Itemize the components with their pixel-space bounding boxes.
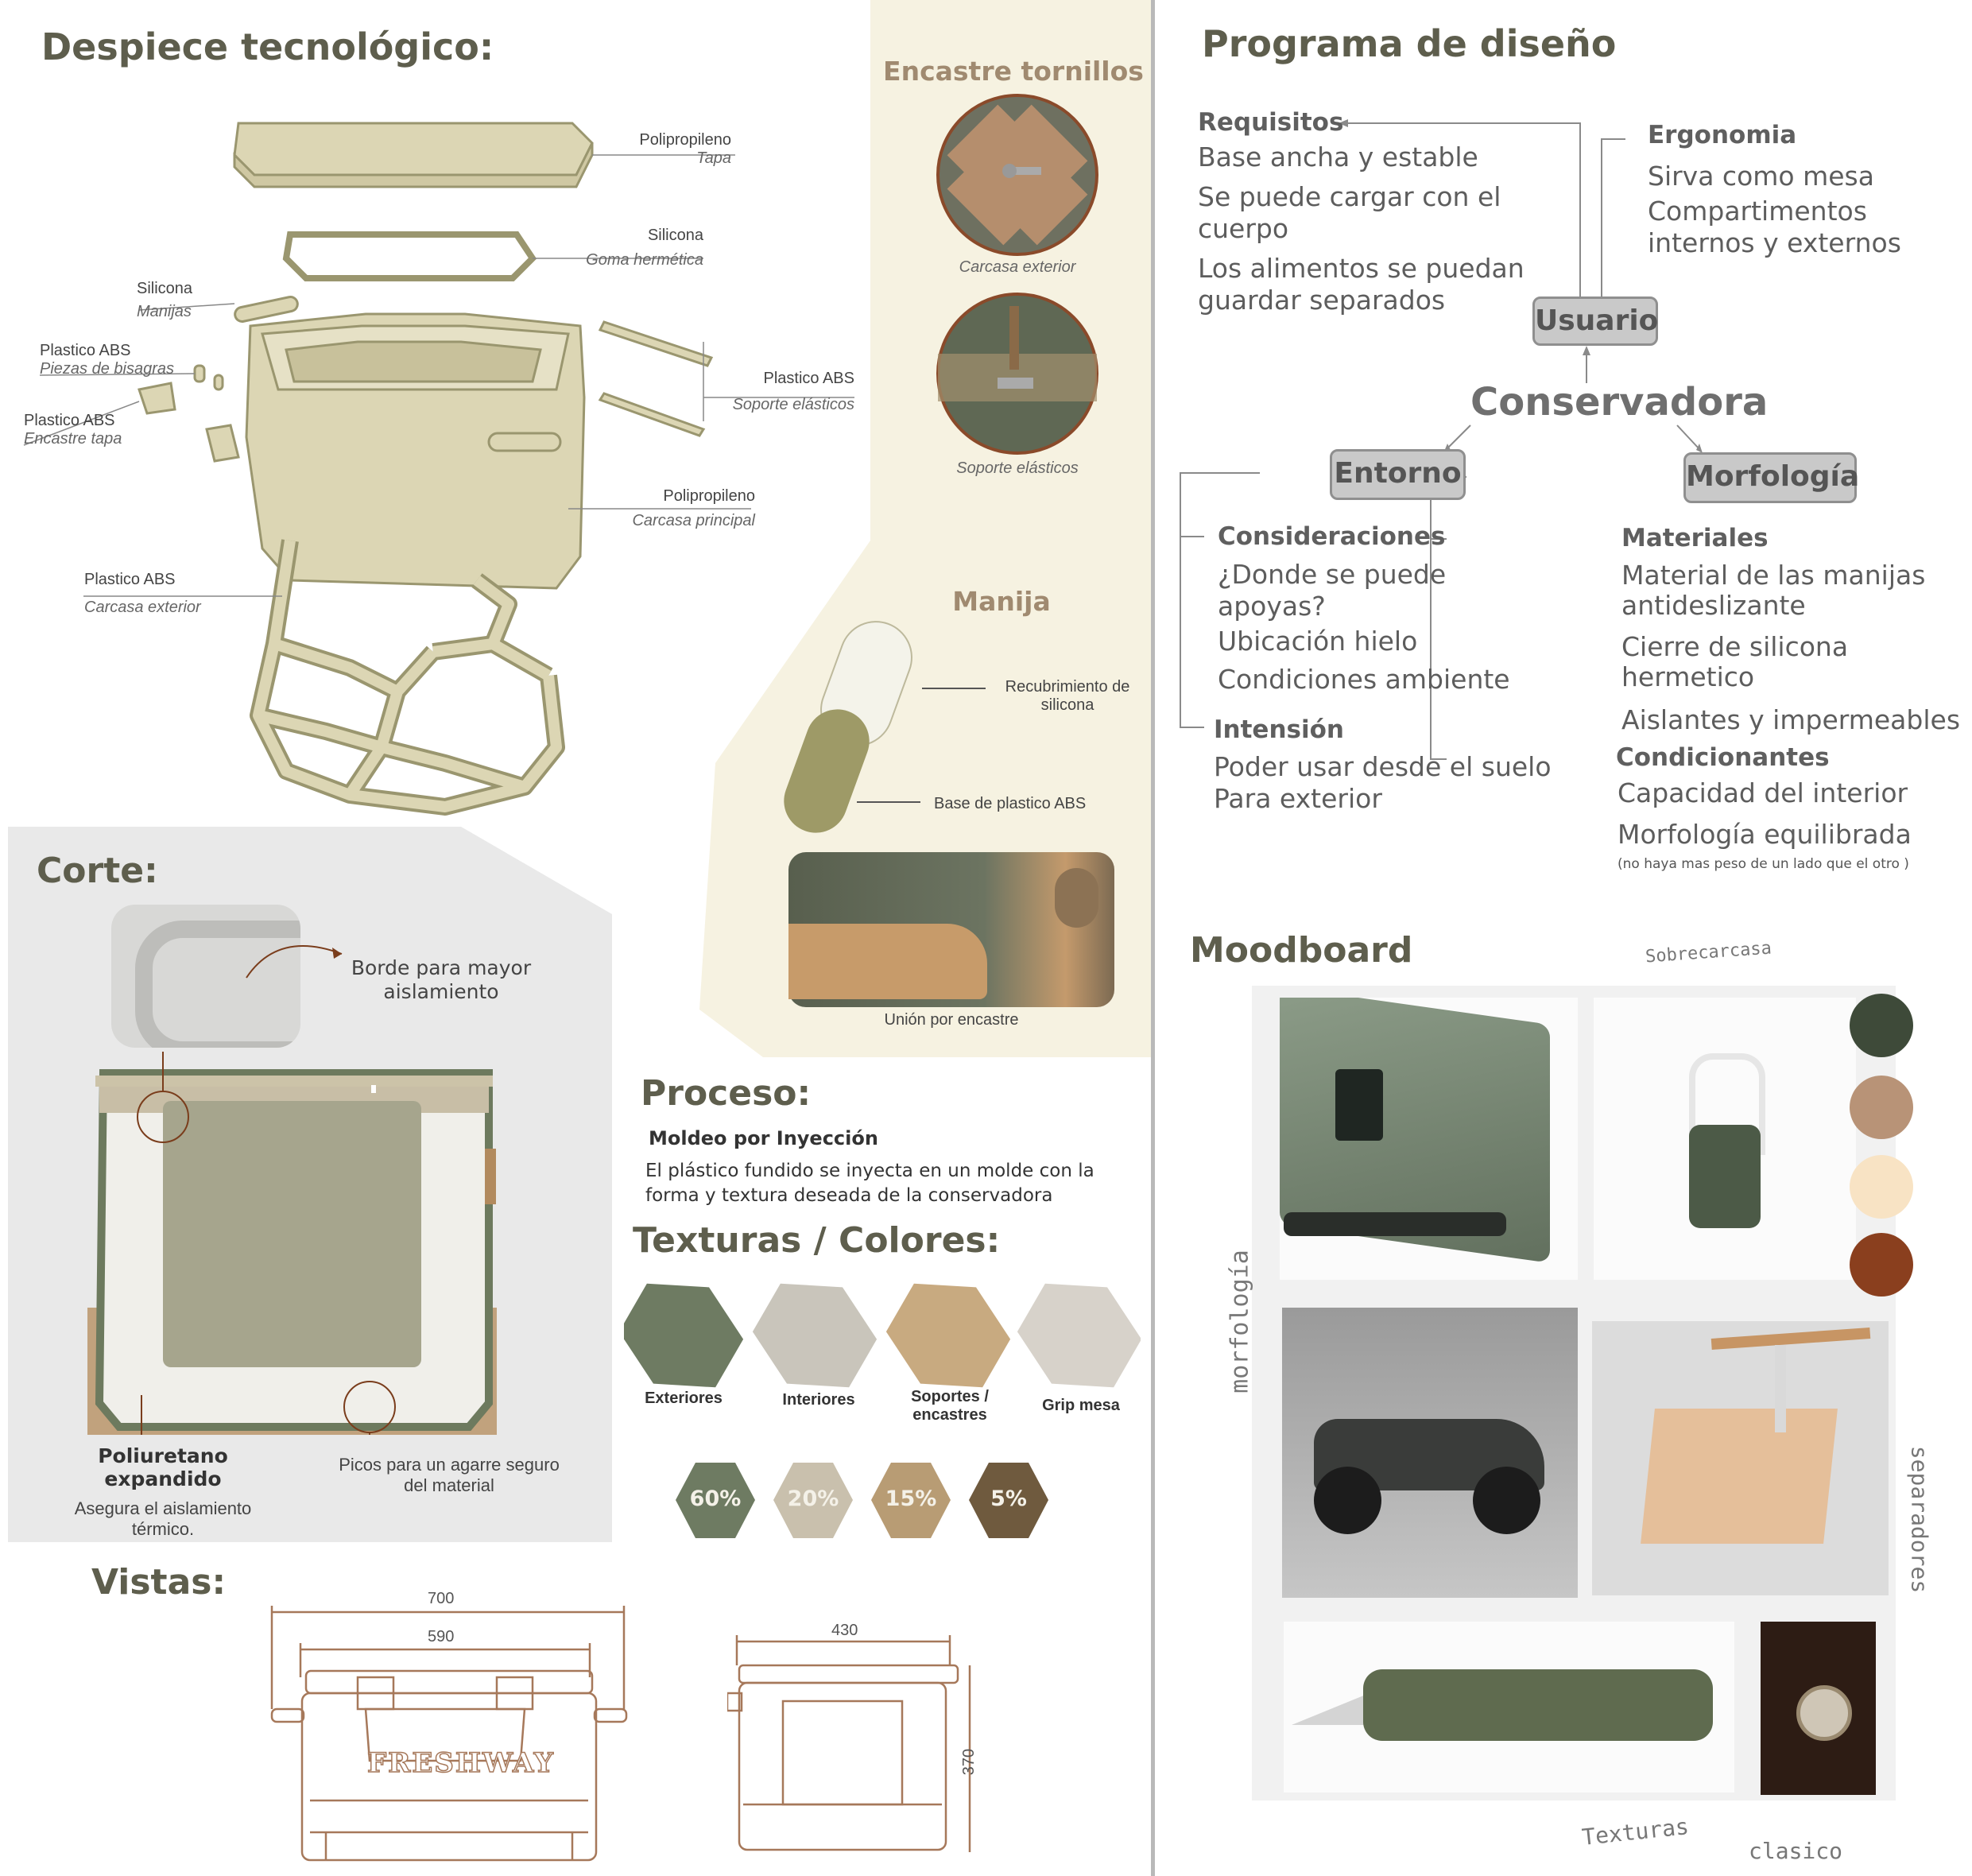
texture-label-grip: Grip mesa	[1042, 1397, 1120, 1414]
picos-label: Picos para un agarre seguro del material	[339, 1455, 560, 1495]
dim-700: 700	[428, 1590, 455, 1607]
mood-image-vehicle	[1282, 1308, 1578, 1598]
proceso-text: El plástico fundido se inyecta en un mol…	[645, 1161, 1094, 1206]
consideraciones-title: Consideraciones	[1218, 522, 1446, 551]
note-separadores: separadores	[1906, 1445, 1933, 1594]
note-clasico: clasico	[1749, 1838, 1843, 1864]
programa-title: Programa de diseño	[1202, 22, 1617, 65]
border-closeup-photo	[111, 905, 300, 1048]
palette-swatch-dark-green	[1850, 994, 1913, 1057]
texture-label-interiores: Interiores	[782, 1391, 855, 1409]
manija-leader-2	[857, 801, 920, 803]
proceso-subtitle: Moldeo por Inyección	[649, 1127, 878, 1149]
column-divider	[1151, 0, 1155, 1876]
texture-label-exteriores: Exteriores	[645, 1390, 723, 1407]
dim-590: 590	[428, 1628, 455, 1645]
program-connectors	[1180, 119, 1703, 760]
dim-370: 370	[960, 1748, 978, 1776]
encastre-title: Encastre tornillos	[883, 56, 1144, 87]
percent-15: 15%	[885, 1486, 937, 1511]
borde-arrow	[246, 945, 343, 979]
brand-freshway: FRESHWAY	[366, 1746, 555, 1780]
materiales-title: Materiales	[1621, 524, 1769, 552]
percent-5: 5%	[990, 1486, 1027, 1511]
texture-hexagons	[624, 1283, 1141, 1388]
condicionantes-note: (no haya mas peso de un lado que el otro…	[1618, 856, 1909, 872]
intension-title: Intensión	[1214, 715, 1344, 744]
mood-image-watch	[1761, 1622, 1876, 1795]
dim-430: 430	[831, 1622, 858, 1639]
percent-20: 20%	[787, 1486, 839, 1511]
borde-label: Borde para mayor aislamiento	[351, 956, 532, 1003]
palette-swatch-tan	[1850, 1076, 1913, 1139]
condicionantes-title: Condicionantes	[1616, 743, 1830, 772]
note-morfologia: morfología	[1226, 1250, 1254, 1393]
ergonomia-title: Ergonomia	[1648, 121, 1797, 149]
union-caption: Unión por encastre	[884, 1011, 1019, 1029]
node-usuario: Usuario	[1532, 297, 1658, 346]
condicionantes-list: Capacidad del interior Morfología equili…	[1618, 777, 1912, 850]
palette-swatch-cream	[1850, 1155, 1913, 1219]
palette-swatch-rust	[1850, 1233, 1913, 1297]
cross-section-illustration	[87, 1052, 497, 1435]
intension-list: Poder usar desde el suelo Para exterior	[1214, 751, 1552, 814]
requisitos-title: Requisitos	[1198, 108, 1344, 137]
texturas-title: Texturas / Colores:	[633, 1220, 1001, 1261]
note-texturas: Texturas	[1580, 1813, 1691, 1851]
union-photo	[788, 852, 1114, 1007]
handle-illustration	[784, 621, 912, 833]
front-view-drawing	[270, 1606, 628, 1862]
side-view-drawing	[727, 1635, 971, 1852]
texture-label-soportes: Soportes / encastres	[911, 1388, 989, 1424]
node-morfologia: Morfología	[1683, 452, 1859, 503]
screw-detail-2	[936, 293, 1098, 455]
mood-image-thermos	[1594, 998, 1856, 1280]
consideraciones-list: ¿Donde se puede apoyas? Ubicación hielo …	[1218, 559, 1510, 695]
requisitos-list: Base ancha y estable Se puede cargar con…	[1198, 141, 1525, 316]
manija-label-1: Recubrimiento de silicona	[1005, 678, 1130, 714]
mood-image-suitcase	[1280, 998, 1578, 1280]
mood-image-knife	[1284, 1622, 1734, 1793]
manija-label-2: Base de plastico ABS	[934, 795, 1087, 812]
ergonomia-list: Sirva como mesa Compartimentos internos …	[1648, 161, 1901, 258]
encastre-caption-2: Soporte elásticos	[956, 459, 1079, 477]
manija-leader-1	[922, 688, 986, 689]
manija-title: Manija	[952, 586, 1051, 617]
screw-detail-1	[936, 94, 1098, 256]
materiales-list: Material de las manijas antideslizante C…	[1621, 560, 1961, 735]
percent-60: 60%	[689, 1486, 742, 1511]
encastre-caption-1: Carcasa exterior	[959, 258, 1076, 276]
despiece-title: Despiece tecnológico:	[41, 25, 494, 68]
node-entorno: Entorno	[1330, 449, 1466, 500]
vistas-title: Vistas:	[91, 1562, 227, 1603]
note-sobrecarcasa: Sobrecarcasa	[1645, 938, 1772, 967]
mood-image-box	[1592, 1321, 1889, 1595]
corte-title: Corte:	[37, 851, 158, 891]
poliuretano-block: Poliuretano expandido Asegura el aislami…	[74, 1444, 252, 1539]
moodboard-title: Moodboard	[1190, 930, 1413, 971]
node-conservadora: Conservadora	[1470, 380, 1769, 424]
proceso-title: Proceso:	[641, 1073, 812, 1114]
exploded-view-illustration	[23, 122, 854, 816]
percentage-hexagons	[676, 1463, 1048, 1538]
